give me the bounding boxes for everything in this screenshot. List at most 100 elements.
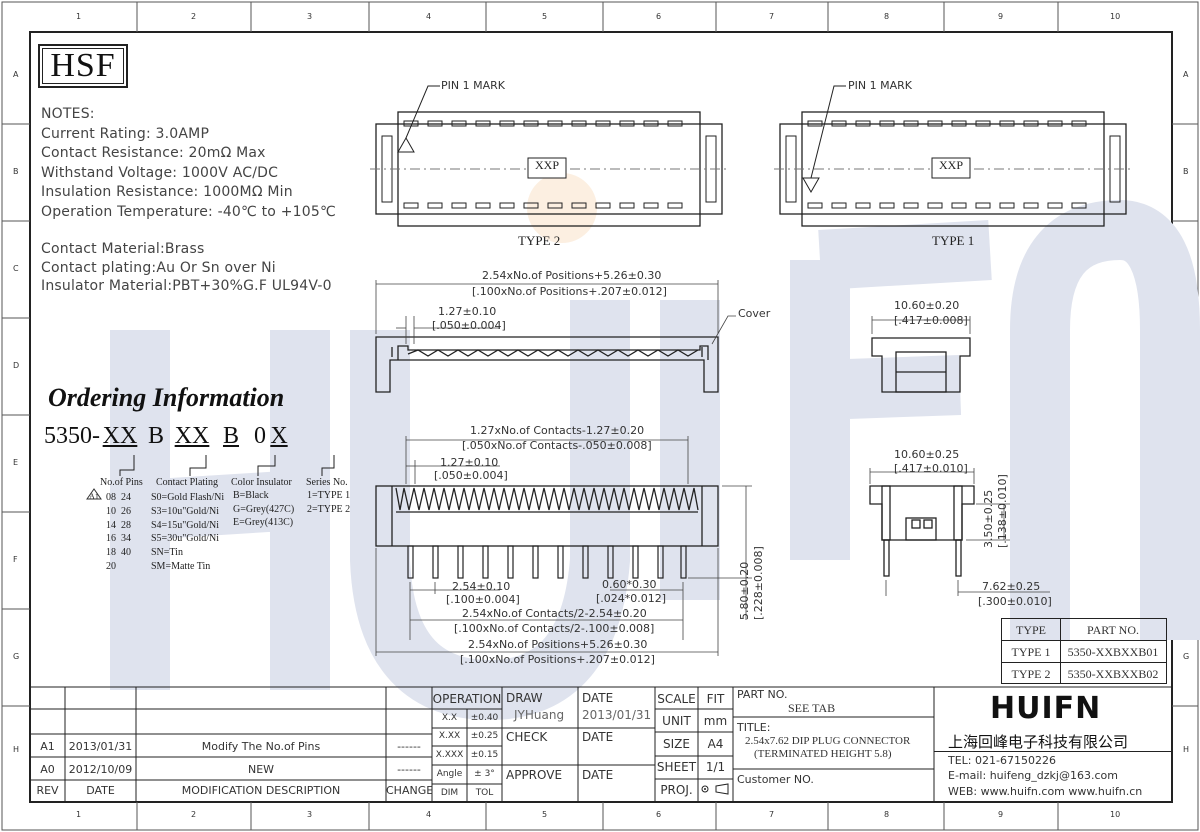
dim-top-pitch-in: [.050±0.004] <box>432 319 506 332</box>
part-size-label: XXP <box>534 158 559 172</box>
size-value: A4 <box>707 737 724 751</box>
draw-name: JYHuang <box>514 708 565 722</box>
rev-header: REV <box>36 784 59 797</box>
tol-footer: TOL <box>475 788 494 798</box>
code-prefix: 5350- <box>44 423 100 449</box>
dim-footer: DIM <box>440 788 459 798</box>
plating-row: S3=10u"Gold/Ni <box>151 505 220 517</box>
pins-row: 16 34 <box>106 533 131 545</box>
pins-list: 08 24 10 26 14 28 16 34 18 40 20 <box>106 491 131 574</box>
approve-date-label: DATE <box>582 768 614 782</box>
dim-row-space-in: [.300±0.010] <box>978 595 1052 608</box>
unit-label: UNIT <box>662 714 691 728</box>
customer-label: Customer NO. <box>737 773 814 786</box>
note-line: Current Rating: 3.0AMP <box>41 125 210 142</box>
company-email: E-mail: huifeng_dzkj@163.com <box>948 769 1118 782</box>
title-label: TITLE: <box>737 721 771 734</box>
change-header: CHANGE <box>386 784 434 797</box>
plating-list: S0=Gold Flash/Ni S3=10u"Gold/Ni S4=15u"G… <box>151 491 224 574</box>
code-plating: XX <box>174 423 210 449</box>
company-name: 上海回峰电子科技有限公司 <box>948 733 1129 751</box>
rev-change-cell: ------ <box>397 763 421 776</box>
part-no-label: PART NO. <box>737 688 788 701</box>
material-line: Insulator Material:PBT+30%G.F UL94V-0 <box>41 278 332 294</box>
pin-mark-label: PIN 1 MARK <box>848 79 912 92</box>
note-line: NOTES: <box>41 106 95 122</box>
sheet-value: 1/1 <box>705 760 726 774</box>
type-cell: TYPE 2 <box>1011 667 1051 681</box>
pins-row: 10 26 <box>106 505 131 517</box>
dim-top-pitch: 1.27±0.10 <box>438 305 497 318</box>
note-line: Withstand Voltage: 1000V AC/DC <box>41 164 279 181</box>
code-b1: B <box>147 423 164 449</box>
rev-cell: A1 <box>40 740 55 753</box>
type2-label: TYPE 2 <box>518 233 561 248</box>
note-line: Insulation Resistance: 1000MΩ Min <box>41 184 293 200</box>
approve-label: APPROVE <box>506 768 563 782</box>
dim-contacts-in: [.050xNo.of Contacts-.050±0.008] <box>462 439 652 452</box>
plating-row: S5=30u"Gold/Ni <box>151 533 220 545</box>
note-line: Contact Resistance: 20mΩ Max <box>41 145 266 161</box>
plating-row: SN=Tin <box>151 547 183 559</box>
check-date-label: DATE <box>582 730 614 744</box>
plating-title: Contact Plating <box>156 477 218 488</box>
revision-mark: A1 <box>89 492 99 501</box>
operation-label: OPERATION <box>432 692 502 706</box>
tol-value: ± 3° <box>474 769 495 779</box>
dim-bottom-overall: 2.54xNo.of Positions+5.26±0.30 <box>468 638 648 651</box>
notes-block: NOTES: Current Rating: 3.0AMP Contact Re… <box>41 106 336 223</box>
tol-dim: X.XXX <box>435 750 464 760</box>
date-header: DATE <box>86 784 115 797</box>
dim-pin-pitch-in: [.100±0.004] <box>446 593 520 606</box>
dim-half-in: [.100xNo.of Contacts/2-.100±0.008] <box>454 622 655 635</box>
dim-side-mid-in: [.417±0.010] <box>894 462 968 475</box>
dim-bottom-overall-in: [.100xNo.of Positions+.207±0.012] <box>460 653 655 666</box>
date-label: DATE <box>582 691 614 705</box>
code-series: X <box>270 423 288 449</box>
pins-row: 14 28 <box>106 519 131 531</box>
note-line: Operation Temperature: -40℃ to +105℃ <box>41 203 336 220</box>
tol-dim: X.XX <box>438 731 461 741</box>
title-line-1: 2.54x7.62 DIP PLUG CONNECTOR <box>745 735 911 747</box>
part-size-label: XXP <box>938 158 963 172</box>
pins-row: 20 <box>106 560 116 572</box>
dim-pin-pitch: 2.54±0.10 <box>452 580 511 593</box>
part-no-value: SEE TAB <box>788 701 836 715</box>
tol-value: ±0.40 <box>470 713 499 723</box>
part-header: PART NO. <box>1087 623 1139 637</box>
material-line: Contact plating:Au Or Sn over Ni <box>41 259 276 276</box>
unit-value: mm <box>703 714 728 728</box>
dim-half: 2.54xNo.of Contacts/2-2.54±0.20 <box>462 607 647 620</box>
company-logo: HUIFN <box>990 691 1102 726</box>
code-b2: B <box>222 423 239 449</box>
description-header: MODIFICATION DESCRIPTION <box>181 784 341 797</box>
dim-side-top-in: [.417±0.008] <box>894 314 968 327</box>
type1-label: TYPE 1 <box>932 233 975 248</box>
check-label: CHECK <box>506 730 548 744</box>
dim-side-mid: 10.60±0.25 <box>894 448 960 461</box>
rev-change-cell: ------ <box>397 740 421 753</box>
dim-side-top: 10.60±0.20 <box>894 299 960 312</box>
series-title: Series No. <box>306 477 348 488</box>
code-zero: 0 <box>254 423 266 449</box>
color-list: B=Black G=Grey(427C) E=Grey(413C) <box>233 489 294 530</box>
rev-date-cell: 2013/01/31 <box>68 740 133 753</box>
plating-row: SM=Matte Tin <box>151 560 211 572</box>
company-tel: TEL: 021-67150226 <box>948 754 1056 767</box>
series-row: 1=TYPE 1 <box>307 490 351 501</box>
dim-pin-width: 0.60*0.30 <box>602 578 657 591</box>
dim-mid-pitch-in: [.050±0.004] <box>434 469 508 482</box>
rev-cell: A0 <box>40 763 55 776</box>
dim-mid-pitch: 1.27±0.10 <box>440 456 499 469</box>
fit-label: FIT <box>706 692 725 706</box>
color-row: E=Grey(413C) <box>233 517 294 528</box>
series-row: 2=TYPE 2 <box>307 503 351 515</box>
rev-desc-cell: NEW <box>247 763 275 776</box>
plating-row: S4=15u"Gold/Ni <box>151 519 220 531</box>
color-row: G=Grey(427C) <box>233 503 295 515</box>
